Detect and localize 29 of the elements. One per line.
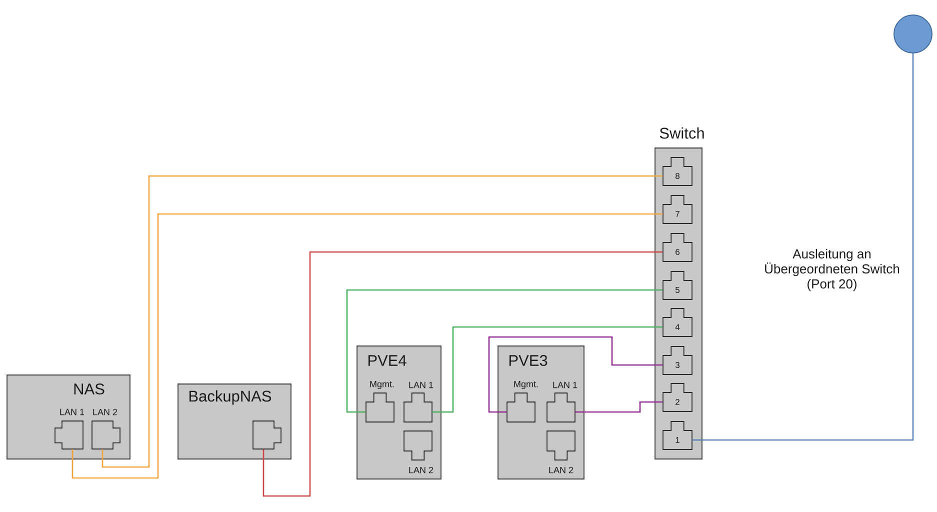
port-label: LAN 1 [553, 382, 578, 388]
circle-node [894, 14, 932, 54]
cable-line [262, 251, 663, 497]
port-label: LAN 1 [409, 382, 434, 388]
network-port: 7 [662, 195, 692, 224]
cable-line [692, 54, 914, 441]
network-port: 2 [662, 383, 692, 412]
port-label: Mgmt. [370, 380, 394, 390]
cable-line [575, 401, 663, 413]
cable-line [488, 336, 663, 413]
port-label: LAN 2 [93, 408, 118, 416]
port-label: LAN 1 [60, 408, 84, 416]
port-label: Mgmt. [514, 380, 538, 390]
network-port: 3 [662, 346, 692, 375]
cable-line [432, 326, 663, 413]
cable-line [346, 289, 663, 413]
device-box: BackupNAS [178, 384, 292, 460]
network-port: 5 [662, 271, 692, 300]
cable-line [102, 175, 663, 468]
network-port: 4 [662, 308, 692, 337]
annotation-text: Ausleitung an Übergeordneten Switch (Port 20) [765, 248, 900, 292]
network-port: 6 [662, 233, 692, 262]
network-port: 1 [662, 421, 692, 450]
port-label: LAN 2 [409, 466, 434, 474]
network-port: 8 [662, 157, 692, 186]
cable-line [72, 213, 663, 479]
port-label: LAN 2 [549, 466, 574, 474]
node-label: Switch [660, 127, 704, 139]
network-port [252, 420, 282, 450]
